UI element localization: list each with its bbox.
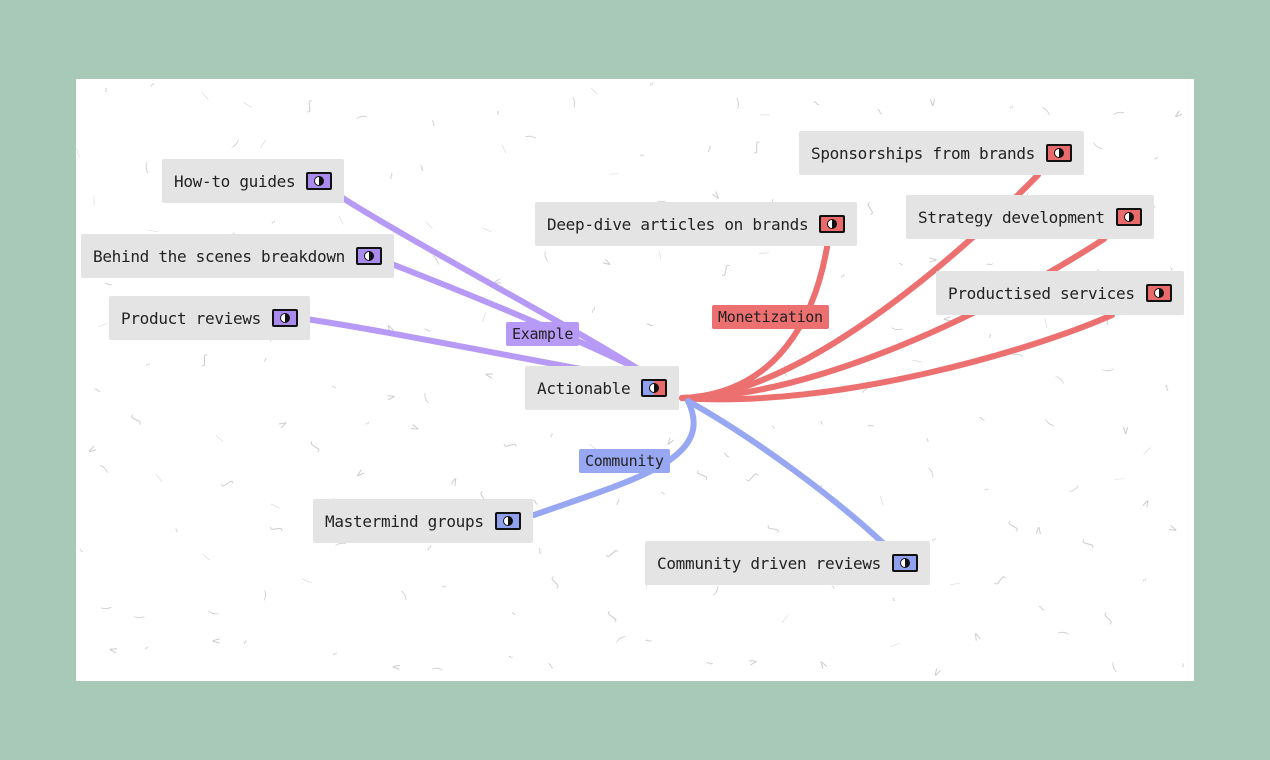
squiggle-mark: ʃ xyxy=(753,140,761,154)
node-community-driven-reviews[interactable]: Community driven reviews xyxy=(645,541,930,585)
node-how-to-guides[interactable]: How-to guides xyxy=(162,159,345,203)
half-circle-icon[interactable] xyxy=(819,215,846,233)
node-label: Deep-dive articles on brands xyxy=(547,214,809,234)
node-product-reviews[interactable]: Product reviews xyxy=(109,296,310,340)
half-circle-icon[interactable] xyxy=(356,247,382,265)
node-label: Productised services xyxy=(948,283,1135,303)
node-mastermind-groups[interactable]: Mastermind groups xyxy=(313,499,533,543)
edge-productised xyxy=(679,312,1115,403)
half-circle-icon[interactable] xyxy=(494,512,521,530)
node-label: Product reviews xyxy=(121,308,261,328)
half-circle-icon[interactable] xyxy=(641,379,668,397)
half-circle-icon[interactable] xyxy=(892,554,918,572)
group-label-example: Example xyxy=(506,322,580,346)
edge-strategy xyxy=(679,236,1107,401)
mind-map-canvas[interactable]: ˜˜⁄⁄ʃ⁀~˜⁀⁄˜⁀⁄~~∧˜⁀⁀∧⁄⁀⁀⁄˜~~⁄⁀⁄˜~ʃ⁄˜˜ʃ~⁀˜… xyxy=(76,79,1194,681)
node-label: Sponsorships from brands xyxy=(811,143,1035,163)
edge-community-reviews xyxy=(685,398,887,547)
edge-behind-the-scenes xyxy=(381,258,641,372)
group-label-monetization: Monetization xyxy=(712,305,829,329)
half-circle-icon[interactable] xyxy=(272,309,298,327)
edge-how-to-guides xyxy=(335,192,641,372)
node-strategy-development[interactable]: Strategy development xyxy=(906,195,1154,239)
node-productised-services[interactable]: Productised services xyxy=(936,271,1184,315)
half-circle-icon[interactable] xyxy=(1145,284,1172,302)
group-label-community: Community xyxy=(579,449,670,473)
central-node-label: Actionable xyxy=(537,378,631,398)
node-deep-dive-articles[interactable]: Deep-dive articles on brands xyxy=(535,202,858,246)
half-circle-icon[interactable] xyxy=(1115,208,1142,226)
node-label: Behind the scenes breakdown xyxy=(93,246,345,266)
node-label: Strategy development xyxy=(918,207,1105,227)
node-label: How-to guides xyxy=(174,171,296,191)
node-label: Community driven reviews xyxy=(657,553,881,573)
node-behind-the-scenes[interactable]: Behind the scenes breakdown xyxy=(81,234,394,278)
node-label: Mastermind groups xyxy=(325,511,484,531)
half-circle-icon[interactable] xyxy=(306,172,333,190)
node-sponsorships[interactable]: Sponsorships from brands xyxy=(799,131,1084,175)
central-node[interactable]: Actionable xyxy=(525,366,680,410)
half-circle-icon[interactable] xyxy=(1046,144,1072,162)
